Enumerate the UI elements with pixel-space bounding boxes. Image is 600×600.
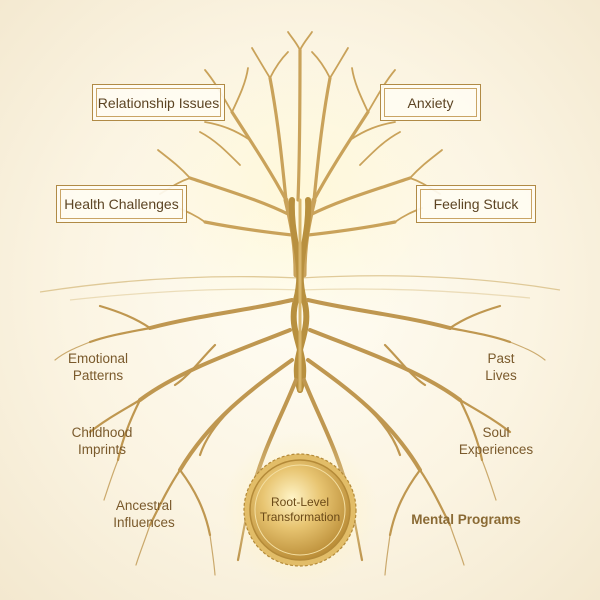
relationship-issues-label: Relationship Issues xyxy=(97,94,220,111)
anxiety-box: Anxiety xyxy=(380,84,481,121)
tree-roots xyxy=(54,298,546,576)
medallion-graphic xyxy=(222,432,378,588)
tree-trunk xyxy=(288,197,312,393)
mental-programs-label: Mental Programs xyxy=(411,512,521,527)
feeling-stuck-label: Feeling Stuck xyxy=(433,196,519,212)
relationship-issues-box: Relationship Issues xyxy=(92,84,225,121)
anxiety-label: Anxiety xyxy=(407,94,454,111)
health-challenges-box: Health Challenges xyxy=(56,185,187,223)
health-challenges-label: Health Challenges xyxy=(64,196,179,212)
feeling-stuck-box: Feeling Stuck xyxy=(416,185,536,223)
